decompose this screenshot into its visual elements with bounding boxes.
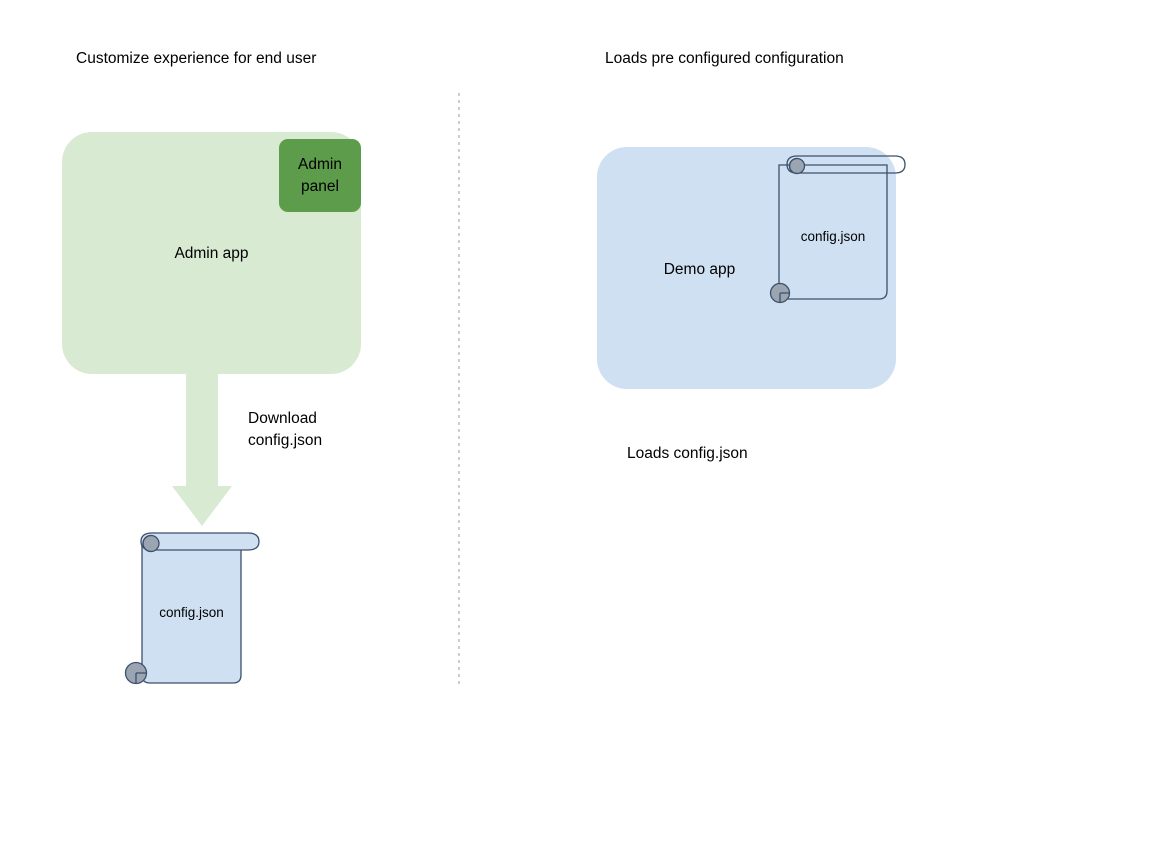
left-panel-heading: Customize experience for end user	[76, 50, 317, 67]
file-top-roll-left	[140, 532, 260, 551]
file-curl-top-right	[788, 157, 806, 175]
file-curl-bottom-left-right	[769, 282, 791, 304]
download-arrow	[172, 370, 232, 526]
file-curl-notch-left	[135, 672, 147, 684]
file-top-roll-right	[786, 155, 906, 174]
download-arrow-label-line1: Download	[248, 410, 317, 427]
file-curl-top-arc-right	[788, 157, 798, 175]
file-curl-top-arc-left	[142, 534, 152, 553]
demo-app-label: Demo app	[663, 261, 736, 278]
admin-app-label: Admin app	[174, 245, 249, 262]
loads-config-caption: Loads config.json	[627, 445, 748, 462]
admin-panel-label-line1: Admin	[298, 156, 342, 173]
admin-panel-label-line2: panel	[301, 178, 339, 195]
file-curl-top-left	[142, 534, 160, 553]
admin-panel-box[interactable]	[279, 139, 361, 212]
config-file-label-right: config.json	[800, 229, 866, 244]
file-curl-bottom-left	[124, 661, 148, 685]
download-arrow-label-line2: config.json	[248, 432, 323, 449]
right-panel-heading: Loads pre configured configuration	[605, 50, 844, 67]
config-file-label-left: config.json	[159, 605, 224, 620]
file-curl-notch-right	[779, 292, 790, 303]
